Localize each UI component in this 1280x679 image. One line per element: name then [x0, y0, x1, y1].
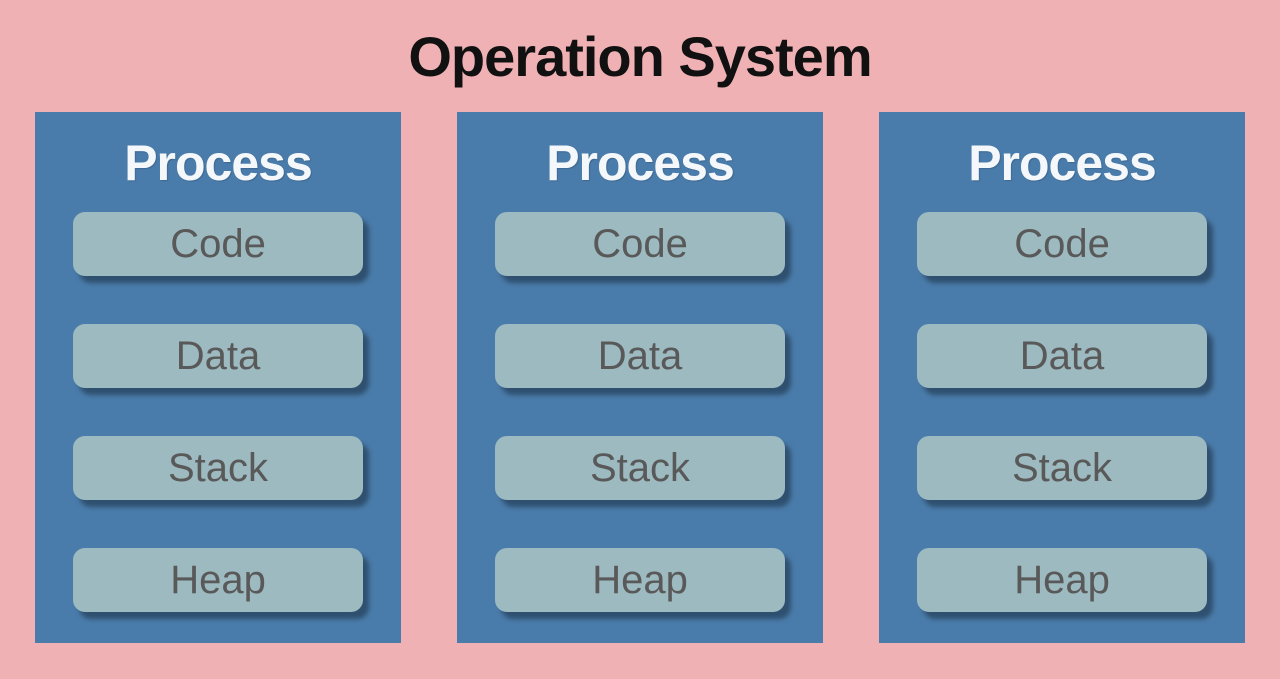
segment-label: Heap	[170, 557, 266, 602]
segment-code: Code	[495, 212, 785, 276]
process-title: Process	[124, 135, 313, 191]
segment-code: Code	[73, 212, 363, 276]
segment-label: Stack	[167, 445, 269, 490]
process-box-1: Process Code Data Stack Heap	[35, 112, 401, 643]
segment-label: Code	[1014, 221, 1110, 266]
segment-list: Code Data Stack Heap	[495, 212, 785, 612]
segment-label: Code	[170, 221, 266, 266]
segment-label: Heap	[1014, 557, 1110, 602]
process-box-3: Process Code Data Stack Heap	[879, 112, 1245, 643]
segment-stack: Stack	[73, 436, 363, 500]
segment-heap: Heap	[495, 548, 785, 612]
process-box-2: Process Code Data Stack Heap	[457, 112, 823, 643]
page-title: Operation System	[408, 24, 872, 88]
segment-stack: Stack	[495, 436, 785, 500]
segment-heap: Heap	[73, 548, 363, 612]
segment-data: Data	[495, 324, 785, 388]
segment-label: Stack	[589, 445, 691, 490]
process-title: Process	[968, 135, 1157, 191]
page-header: Operation System	[0, 0, 1280, 112]
segment-data: Data	[73, 324, 363, 388]
segment-code: Code	[917, 212, 1207, 276]
segment-data: Data	[917, 324, 1207, 388]
segment-list: Code Data Stack Heap	[917, 212, 1207, 612]
segment-list: Code Data Stack Heap	[73, 212, 363, 612]
segment-label: Code	[592, 221, 688, 266]
segment-label: Data	[175, 333, 261, 378]
segment-heap: Heap	[917, 548, 1207, 612]
process-diagram: Process Code Data Stack Heap Process Cod…	[0, 112, 1280, 643]
segment-label: Data	[1019, 333, 1105, 378]
process-title: Process	[546, 135, 735, 191]
segment-label: Data	[597, 333, 683, 378]
segment-label: Stack	[1011, 445, 1113, 490]
segment-stack: Stack	[917, 436, 1207, 500]
segment-label: Heap	[592, 557, 688, 602]
